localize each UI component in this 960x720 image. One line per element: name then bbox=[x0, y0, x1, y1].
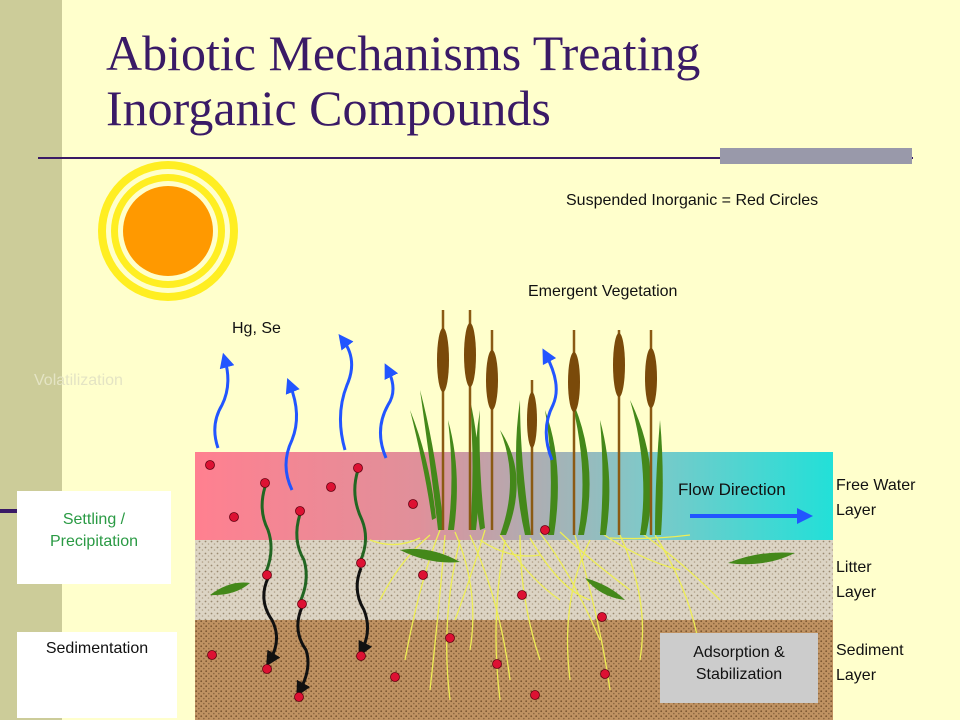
sidebar-tick bbox=[0, 509, 18, 513]
legend-label: Suspended Inorganic = Red Circles bbox=[566, 192, 819, 209]
litter-layer-label: Litter Layer bbox=[836, 555, 876, 605]
title-line-2: Inorganic Compounds bbox=[106, 80, 551, 136]
title-rule-accent bbox=[720, 148, 912, 164]
adsorption-line1: Adsorption & bbox=[693, 644, 785, 661]
emergent-vegetation-label: Emergent Vegetation bbox=[528, 283, 678, 300]
title-line-1: Abiotic Mechanisms Treating bbox=[106, 25, 701, 81]
slide-title: Abiotic Mechanisms Treating Inorganic Co… bbox=[106, 26, 826, 136]
litter-leaves bbox=[210, 548, 795, 600]
volatilization-label: Volatilization bbox=[34, 372, 123, 389]
settling-paths bbox=[260, 469, 367, 603]
adsorption-stabilization-box: Adsorption & Stabilization bbox=[660, 633, 818, 703]
free-water-layer-label: Free Water Layer bbox=[836, 473, 915, 523]
free-water-label-line1: Free Water bbox=[836, 477, 916, 494]
volatilization-arrows bbox=[213, 333, 558, 491]
title-rule bbox=[38, 157, 913, 159]
hg-se-label: Hg, Se bbox=[232, 320, 281, 337]
sediment-layer-label: Sediment Layer bbox=[836, 638, 904, 688]
suspended-particles bbox=[205, 460, 610, 702]
settling-line1: Settling / bbox=[62, 511, 126, 528]
sedimentation-box: Sedimentation bbox=[17, 632, 177, 718]
cattail-plants bbox=[410, 310, 663, 535]
sediment-label-line1: Sediment bbox=[836, 642, 904, 659]
settling-precipitation-box: Settling / Precipitation bbox=[17, 491, 171, 584]
litter-layer bbox=[195, 540, 833, 620]
sidebar-band bbox=[0, 0, 62, 720]
litter-label-line1: Litter bbox=[836, 559, 872, 576]
flow-direction-label: Flow Direction bbox=[678, 480, 786, 499]
sedimentation-label: Sedimentation bbox=[45, 640, 149, 657]
sediment-label-line2: Layer bbox=[836, 667, 877, 684]
sedimentation-paths bbox=[262, 567, 373, 697]
sun-icon bbox=[98, 161, 238, 301]
litter-label-line2: Layer bbox=[836, 584, 877, 601]
settling-line2: Precipitation bbox=[49, 533, 139, 550]
free-water-label-line2: Layer bbox=[836, 502, 877, 519]
adsorption-line2: Stabilization bbox=[695, 666, 783, 683]
